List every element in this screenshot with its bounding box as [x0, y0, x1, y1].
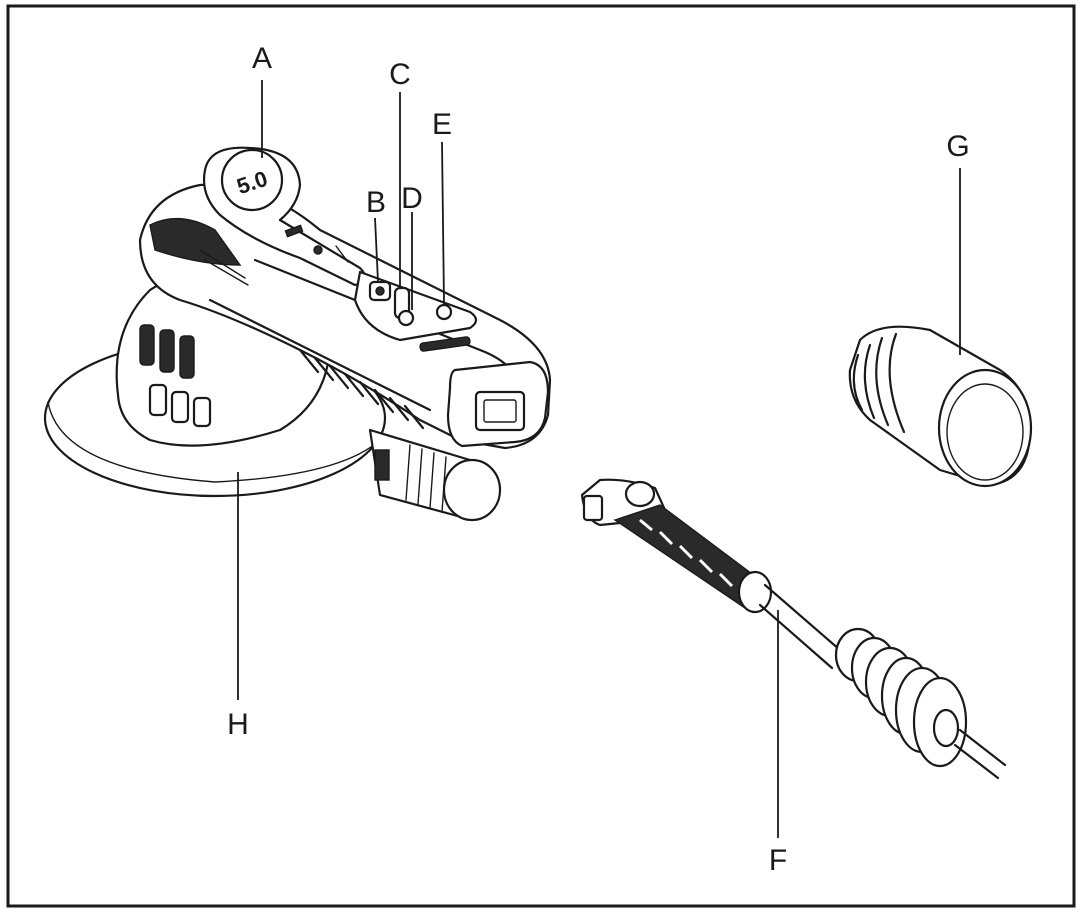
callout-d: D: [401, 182, 423, 215]
power-cable-illustration: [580, 478, 1007, 780]
callout-labels: A B C D E F G H: [227, 42, 970, 877]
callout-e: E: [432, 108, 452, 141]
leader-lines: [237, 80, 961, 838]
cable-spring-coil: [834, 627, 968, 768]
connector-socket-inner: [483, 399, 517, 423]
callout-b: B: [366, 186, 386, 219]
cable-tail: [958, 728, 1007, 767]
dust-port-nozzle: [368, 428, 502, 522]
dust-adapter-illustration: [848, 325, 1033, 488]
button-e: [435, 303, 453, 321]
sander-illustration: 5.0: [43, 146, 552, 522]
cable-cord-lower: [758, 603, 834, 670]
connector-socket: [474, 390, 526, 432]
callout-a: A: [252, 42, 272, 75]
callout-h: H: [227, 708, 249, 741]
cable-cord: [763, 583, 842, 652]
lever-indicator-marks: [284, 224, 349, 263]
adapter-opening-outer: [937, 368, 1033, 488]
panel-vent: [419, 336, 471, 352]
adapter-opening-inner: [946, 383, 1024, 481]
lower-grip-ribs: [298, 348, 425, 430]
button-d: [397, 309, 415, 327]
callout-g: G: [946, 130, 969, 163]
cable-plug-tip: [582, 494, 604, 522]
cable-tail-lower: [953, 743, 1000, 780]
callout-c: C: [389, 58, 411, 91]
callout-f: F: [769, 844, 787, 877]
adapter-ribs: [852, 332, 906, 434]
speed-dial-knob: [220, 148, 284, 212]
base-vent-slots: [139, 324, 212, 428]
strain-relief-collar: [737, 570, 773, 614]
body-groove-lower: [208, 298, 432, 412]
grip-texture: [149, 217, 249, 286]
leader-e: [441, 141, 445, 305]
button-b-indicator: [375, 286, 385, 296]
cable-plug-face: [624, 480, 656, 508]
leader-b: [374, 217, 379, 283]
sanding-pad-rim: [47, 401, 381, 483]
strain-relief-notches: [639, 518, 734, 588]
